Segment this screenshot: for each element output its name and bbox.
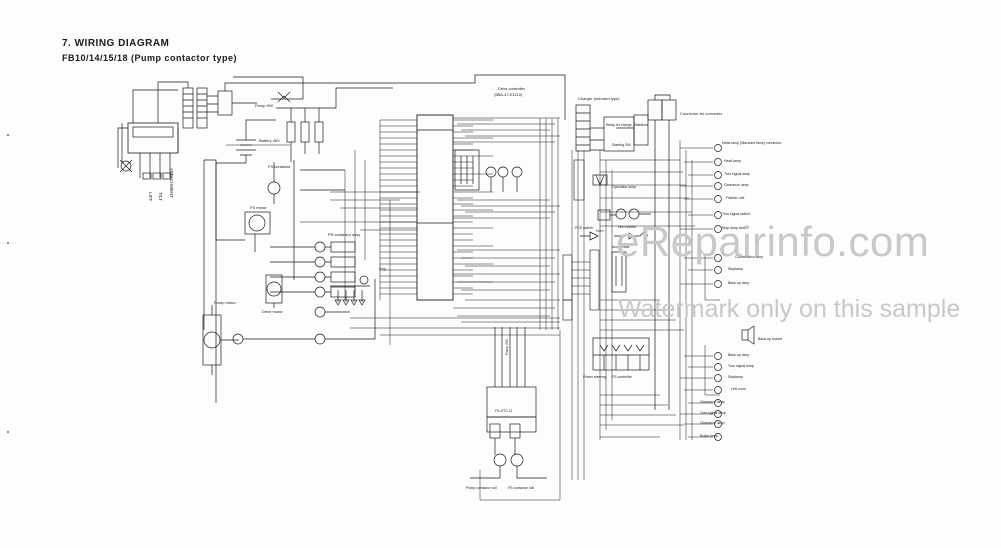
lamp-symbol: [714, 352, 722, 360]
drive-controller-label: Drive controller: [498, 86, 526, 91]
fs-contactor-label: FS contactor: [268, 164, 291, 169]
charger-type-label: Charger (onboard type): [578, 96, 620, 101]
brake-lamp-label: Brake lamp: [700, 434, 718, 438]
stoplamp-label-1: Stoplamp: [728, 267, 743, 271]
relay-charge-label: Relay for charge, Stabilizer: [606, 123, 649, 127]
lamp-symbol: [714, 158, 722, 166]
fuse-block: [276, 87, 393, 162]
lamp-symbol: [714, 399, 722, 407]
lamp-symbol: [714, 182, 722, 190]
fs-controller-label: FS controller: [612, 375, 633, 379]
lamp-symbol: [714, 266, 722, 274]
lamp-symbol: [714, 280, 722, 288]
connector-charger-label: Connector for converter: [680, 111, 723, 116]
pump-motor-label: Pump motor: [214, 300, 236, 305]
fr-contactor-label: FR contactor assy: [328, 232, 360, 237]
pump-sw-vertical-label: Pump SW: [505, 339, 509, 355]
tilt-label: TILT: [158, 192, 163, 201]
top-connector: [132, 74, 566, 153]
lamp-symbol: [714, 410, 722, 418]
combination-lamp-label: Combination lamp: [735, 255, 763, 259]
lamp-symbol: [714, 195, 722, 203]
turn-signal-lamp-label-2: Turn signal lamp: [728, 364, 754, 368]
pump-sw-label: Pump SW: [255, 103, 273, 108]
lamp-symbol: [714, 363, 722, 371]
lamp-symbol: [714, 420, 722, 428]
back-up-buzzer: [741, 325, 755, 345]
pump-motor: [202, 305, 239, 375]
fr-contactor-assy: [270, 241, 356, 298]
operation-lamp-label: Operation lamp: [612, 185, 636, 189]
back-up-buzzer-label: Back-up buzzer: [758, 337, 783, 341]
flasher-unit-label: Flasher unit: [726, 196, 744, 200]
mid-right-components: [580, 174, 651, 293]
stoplamp-label-2: Stoplamp: [728, 375, 743, 379]
head-lamp-label: Head lamp: [724, 159, 741, 163]
drive-controller-block: [416, 114, 454, 301]
lamp-column: [679, 140, 722, 441]
battery-label: Battery 48V: [259, 138, 280, 143]
lamp-symbol: [714, 433, 722, 441]
pump-controller: [470, 327, 547, 479]
drive-motor: [265, 274, 283, 308]
pump-contactor-coil-label: Pump contactor coil: [466, 486, 497, 490]
fs-contactor-coil-label: FS contactor coil: [508, 486, 534, 490]
charger-block: [575, 94, 677, 410]
power-bus: [203, 159, 376, 345]
accelerator-label: Accelerator: [612, 245, 631, 249]
lamp-symbol: [714, 225, 722, 233]
battery: [215, 119, 276, 403]
key-label: Key: [379, 266, 386, 271]
fs-motor-section: [216, 162, 281, 252]
harness-horizontal: [226, 117, 695, 438]
lamp-symbol: [714, 254, 722, 262]
power-steering-label: Power steering: [583, 375, 606, 379]
pump-controller-label: FS-KTC-11: [495, 409, 512, 413]
stop-lamp-switch-label: Stop lamp switch: [722, 226, 749, 230]
head-lamp-connector-label: Head lamp (Standard lamp) connector: [722, 141, 782, 145]
section-title: 7. WIRING DIAGRAM: [62, 38, 170, 49]
clearance-lamp-label-3: Clearance lamp: [700, 421, 725, 425]
turn-signal-switch-label: Turn signal switch: [722, 212, 750, 216]
connector-columns: [562, 159, 600, 321]
lamp-symbol: [714, 171, 722, 179]
diode-array: [330, 275, 370, 306]
controller-pin-lines: [380, 119, 493, 295]
lamp-symbol: [714, 144, 722, 152]
lamp-symbol: [714, 386, 722, 394]
clearance-lamp-label-2: Clearance lamp: [700, 400, 725, 404]
lift-label: LIFT: [148, 192, 153, 202]
back-up-lamp-label-2: Back-up lamp: [728, 353, 749, 357]
lamp-symbol: [714, 374, 722, 382]
lamp-symbol: [714, 211, 722, 219]
clearance-lamp-label-1: Clearance lamp: [724, 183, 749, 187]
back-up-lamp-label-1: Back-up lamp: [728, 281, 749, 285]
fs-motor-label: FS motor: [250, 205, 267, 210]
fs-relay-row: [592, 337, 650, 371]
drive-controller-part: (5BA-47-E1110): [494, 92, 523, 97]
pump-switch: [233, 76, 304, 103]
attachment-label: ATTACHMENT: [169, 168, 174, 198]
harness-vertical: [344, 118, 613, 501]
lever-switch-block: [117, 122, 179, 180]
horn-switch-label: Horn switch: [618, 225, 636, 229]
model-title: FB10/14/15/18 (Pump contactor type): [62, 53, 238, 63]
left-room-label: Left room: [731, 387, 746, 391]
starting-sw-label: Starting SW: [612, 143, 631, 147]
horn-label: Horn: [596, 229, 604, 233]
controller-relays: [454, 149, 523, 192]
turn-signal-lamp-label-1: Turn signal lamp: [724, 172, 750, 176]
pcs-switch-label: PCS switch: [575, 226, 593, 230]
turn-signal-lamp-label-3: Turn signal lamp: [700, 411, 726, 415]
drive-motor-label: Drive motor: [262, 309, 283, 314]
